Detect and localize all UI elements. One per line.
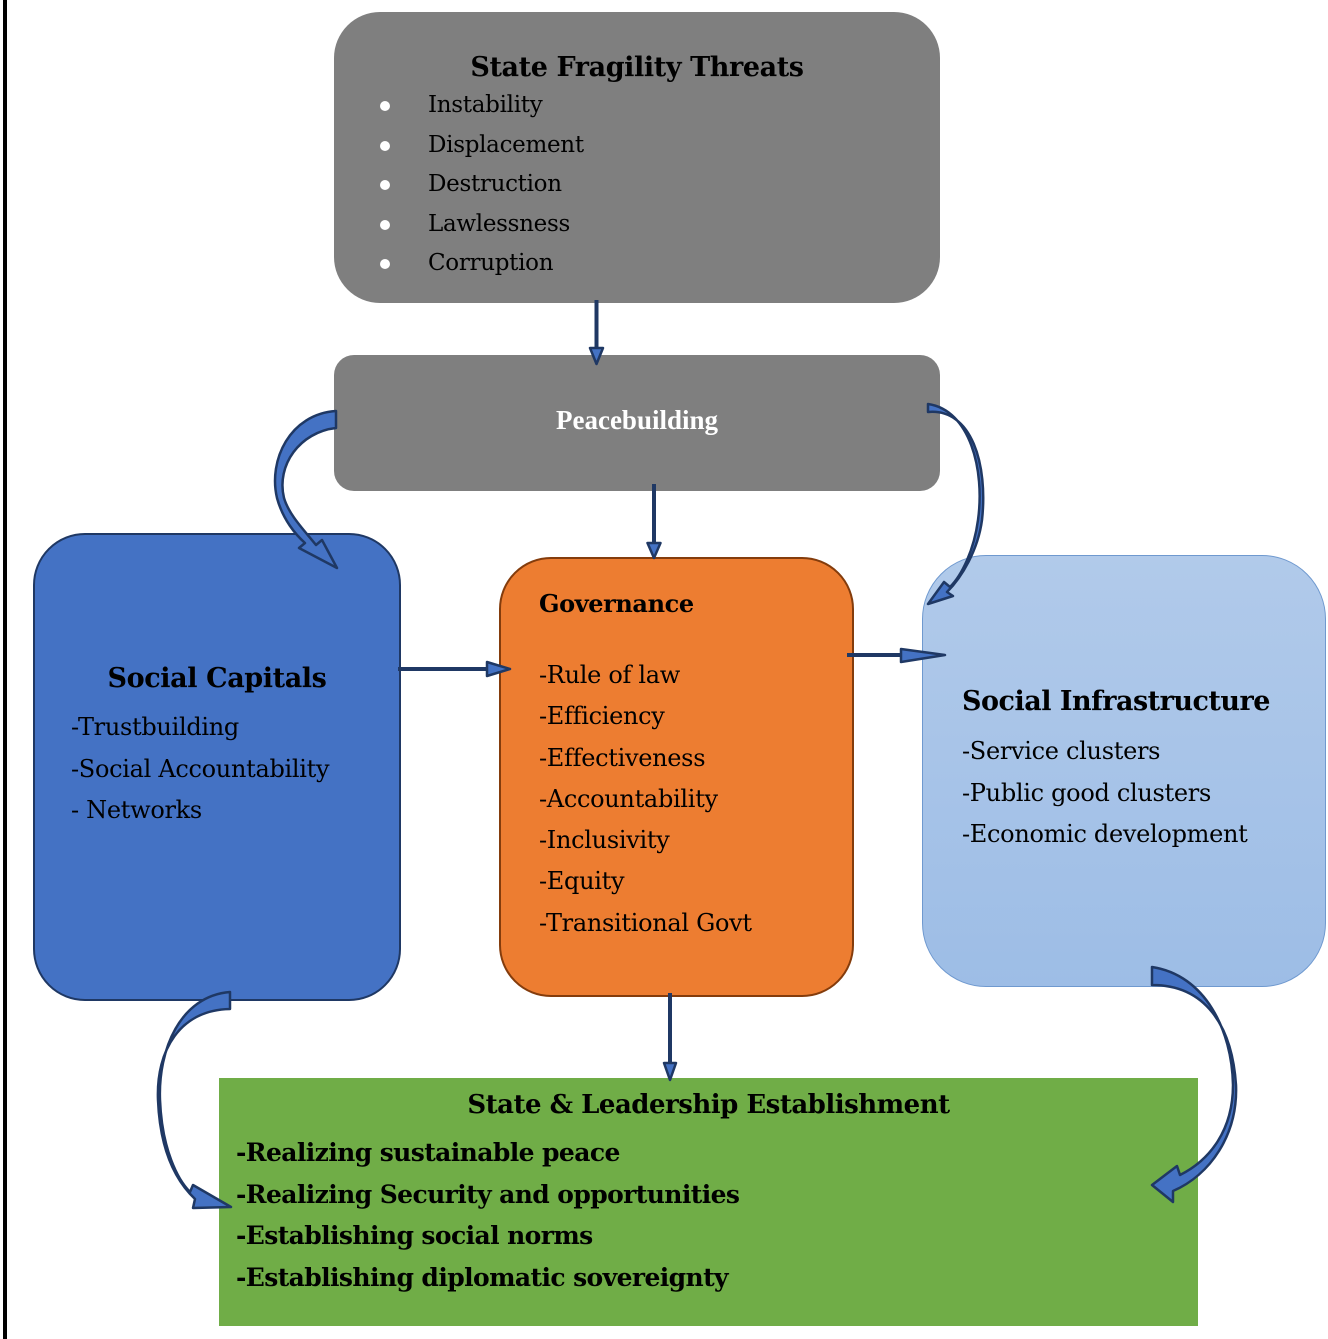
state-establishment-item: -Realizing Security and opportunities [236,1179,740,1209]
arrow-social-capitals-to-governance [398,660,512,678]
state-establishment-title: State & Leadership Establishment [467,1090,950,1120]
page-left-border [3,0,7,1339]
social-capital-item: -Social Accountability [71,754,330,783]
social-infrastructure-item: -Economic development [962,820,1248,848]
governance-item: -Equity [539,867,625,896]
threat-item: Instability [374,86,584,126]
social-infrastructure-box: Social Infrastructure -Service clusters … [922,555,1326,987]
social-infrastructure-list: -Service clusters -Public good clusters … [962,731,1248,856]
threat-item: Displacement [374,126,584,166]
social-capitals-title: Social Capitals [107,663,327,694]
governance-item: -Accountability [539,784,718,813]
social-infrastructure-item: -Public good clusters [962,778,1211,807]
threat-item: Corruption [374,244,584,284]
social-capital-item: - Networks [71,796,202,824]
bullet-icon [380,219,390,230]
governance-item: -Efficiency [539,702,665,731]
bullet-icon [380,259,390,270]
state-establishment-item: -Establishing diplomatic sovereignty [236,1262,729,1292]
governance-list: -Rule of law -Efficiency -Effectiveness … [539,655,752,944]
state-leadership-establishment-box: State & Leadership Establishment -Realiz… [219,1078,1198,1326]
bullet-icon [380,140,390,151]
governance-item: -Transitional Govt [539,908,752,937]
state-fragility-threats-box: State Fragility Threats Instability Disp… [334,12,940,303]
social-infrastructure-item: -Service clusters [962,737,1161,765]
governance-title: Governance [539,589,694,618]
governance-item: -Inclusivity [539,826,670,855]
peacebuilding-title: Peacebuilding [555,405,718,435]
governance-item: -Effectiveness [539,743,706,772]
governance-item: -Rule of law [539,661,681,689]
peacebuilding-box: Peacebuilding [334,355,940,491]
social-capital-item: -Trustbuilding [71,713,239,741]
state-establishment-item: -Realizing sustainable peace [236,1138,620,1167]
state-establishment-list: -Realizing sustainable peace -Realizing … [236,1132,740,1298]
governance-box: Governance -Rule of law -Efficiency -Eff… [499,557,854,997]
social-infrastructure-title: Social Infrastructure [962,686,1270,717]
arrow-peacebuilding-to-governance [646,484,662,560]
state-establishment-item: -Establishing social norms [236,1221,593,1250]
arrow-governance-to-state-establishment [662,993,678,1082]
threat-item: Destruction [374,165,584,205]
social-capitals-box: Social Capitals -Trustbuilding -Social A… [33,533,401,1001]
threats-title: State Fragility Threats [470,52,804,83]
bullet-icon [380,101,390,111]
threat-item: Lawlessness [374,205,584,245]
threats-list: Instability Displacement Destruction Law… [374,86,584,284]
bullet-icon [380,180,390,191]
social-capitals-list: -Trustbuilding -Social Accountability - … [71,707,330,832]
